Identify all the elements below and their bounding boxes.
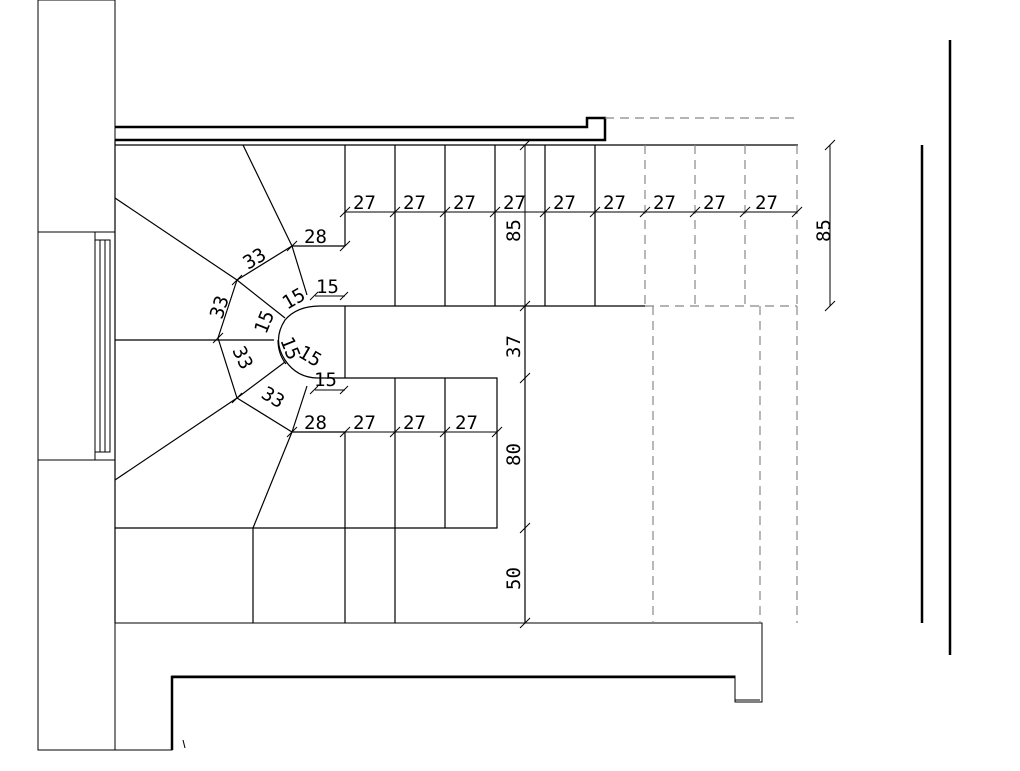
upper-inner-1: 15	[316, 276, 339, 298]
upper-winder-outer: 33	[239, 244, 270, 275]
top-tread-9: 27	[755, 192, 778, 214]
upper-first-tread: 28	[304, 226, 327, 248]
top-tread-7: 27	[653, 192, 676, 214]
lower-winder-mid: 33	[227, 343, 257, 373]
top-flight-width-right: 85	[813, 219, 835, 242]
landing-dimension: 50	[503, 567, 525, 590]
top-flight-width: 85	[503, 219, 525, 242]
top-tread-dimensions: 27 27 27 27 27 27 27 27 27	[339, 192, 803, 218]
lower-first-tread: 28	[304, 412, 327, 434]
top-tread-1: 27	[353, 192, 376, 214]
winder-dimensions: 28 33 33 15 15 15 15 15 15 33 33 28	[206, 226, 351, 438]
top-tread-3: 27	[453, 192, 476, 214]
lower-winder-outer: 33	[257, 382, 288, 413]
top-tread-5: 27	[553, 192, 576, 214]
top-tread-4: 27	[503, 192, 526, 214]
bottom-tread-2: 27	[403, 412, 426, 434]
upper-inner-3: 15	[250, 307, 279, 336]
top-handrail	[115, 116, 795, 142]
left-wall	[37, 0, 116, 751]
top-tread-6: 27	[603, 192, 626, 214]
gap-dimension: 37	[503, 335, 525, 358]
bottom-tread-1: 27	[353, 412, 376, 434]
right-dimension: 85	[813, 139, 836, 312]
bottom-tread-3: 27	[455, 412, 478, 434]
upper-winder-mid: 33	[206, 293, 234, 322]
lower-inner-3: 15	[314, 369, 337, 391]
bottom-flight-width: 80	[503, 443, 525, 466]
bottom-wall	[114, 622, 763, 751]
right-reference-lines	[920, 40, 952, 655]
top-flight	[115, 144, 798, 307]
vertical-dimension-chain: 85 37 80 50	[503, 139, 531, 629]
top-tread-8: 27	[703, 192, 726, 214]
window-opening	[37, 231, 116, 461]
top-tread-2: 27	[403, 192, 426, 214]
winder-steps	[114, 144, 346, 529]
bottom-flight	[115, 377, 498, 623]
bottom-tread-dimensions: 27 27 27	[292, 412, 503, 438]
